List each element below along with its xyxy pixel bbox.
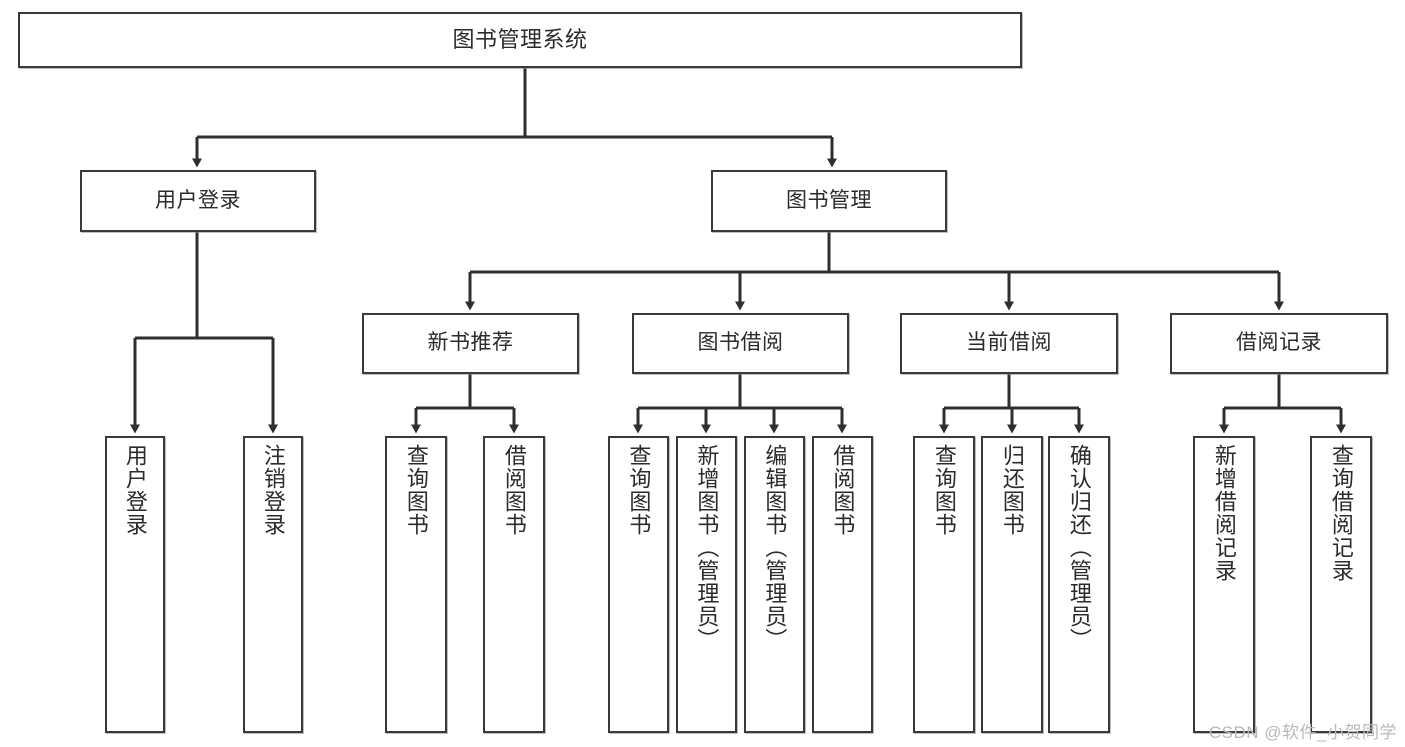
watermark: CSDN @软件_小贺同学	[1208, 723, 1397, 742]
leaf-confirm-return-admin-label: 确认归还（管理员）	[1066, 444, 1092, 651]
leaf-user-login-label: 用户登录	[122, 444, 148, 536]
node-current-borrow[interactable]: 当前借阅	[900, 313, 1118, 374]
leaf-borrow-book-bb[interactable]: 借阅图书	[812, 436, 873, 733]
leaf-return-book[interactable]: 归还图书	[981, 436, 1043, 733]
leaf-return-book-label: 归还图书	[999, 444, 1025, 536]
leaf-query-book-bb-label: 查询图书	[626, 444, 652, 536]
node-book-management[interactable]: 图书管理	[711, 170, 947, 232]
leaf-add-book-admin-label: 新增图书（管理员）	[694, 444, 720, 651]
leaf-query-book-cb-label: 查询图书	[931, 444, 957, 536]
leaf-borrow-book-bb-label: 借阅图书	[830, 444, 856, 536]
leaf-add-book-admin[interactable]: 新增图书（管理员）	[676, 436, 737, 733]
leaf-query-borrow-record[interactable]: 查询借阅记录	[1310, 436, 1372, 733]
leaf-logout[interactable]: 注销登录	[243, 436, 303, 733]
leaf-borrow-book-nbr-label: 借阅图书	[501, 444, 527, 536]
leaf-query-borrow-record-label: 查询借阅记录	[1328, 444, 1354, 582]
node-root[interactable]: 图书管理系统	[18, 12, 1022, 68]
leaf-query-book-nbr-label: 查询图书	[403, 444, 429, 536]
leaf-user-login[interactable]: 用户登录	[105, 436, 165, 733]
node-borrow-record[interactable]: 借阅记录	[1170, 313, 1388, 374]
node-book-management-label: 图书管理	[786, 188, 872, 212]
node-book-borrow-label: 图书借阅	[697, 331, 784, 355]
leaf-logout-label: 注销登录	[260, 444, 286, 536]
node-root-label: 图书管理系统	[452, 27, 588, 53]
node-book-borrow[interactable]: 图书借阅	[632, 313, 849, 374]
leaf-query-book-nbr[interactable]: 查询图书	[385, 436, 447, 733]
node-new-book-recommend[interactable]: 新书推荐	[362, 313, 579, 374]
leaf-query-book-bb[interactable]: 查询图书	[608, 436, 669, 733]
node-current-borrow-label: 当前借阅	[966, 331, 1052, 355]
node-user-login[interactable]: 用户登录	[80, 170, 316, 232]
node-new-book-recommend-label: 新书推荐	[427, 331, 514, 355]
node-user-login-label: 用户登录	[155, 188, 241, 212]
leaf-borrow-book-nbr[interactable]: 借阅图书	[483, 436, 545, 733]
leaf-edit-book-admin-label: 编辑图书（管理员）	[762, 444, 788, 651]
leaf-confirm-return-admin[interactable]: 确认归还（管理员）	[1048, 436, 1110, 733]
leaf-edit-book-admin[interactable]: 编辑图书（管理员）	[744, 436, 805, 733]
leaf-query-book-cb[interactable]: 查询图书	[913, 436, 975, 733]
leaf-add-borrow-record[interactable]: 新增借阅记录	[1193, 436, 1255, 733]
node-borrow-record-label: 借阅记录	[1236, 331, 1322, 355]
leaf-add-borrow-record-label: 新增借阅记录	[1211, 444, 1237, 582]
